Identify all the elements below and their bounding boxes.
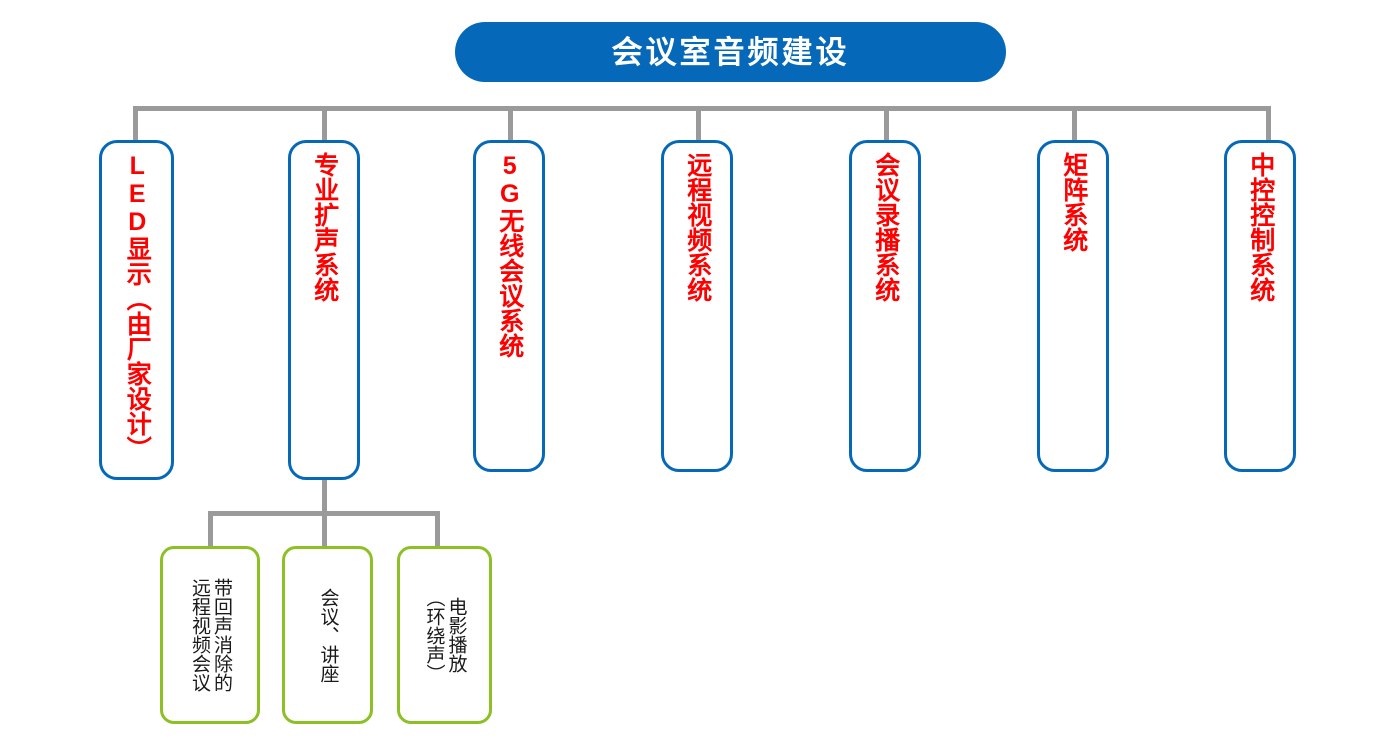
- connector-drop-4: [696, 106, 701, 142]
- level2-parent-stem: [322, 480, 327, 515]
- node-remote-video-system-label: 远程视频系统: [683, 152, 712, 302]
- subnode-aec-remote-video-conference-line1: 带回声消除的: [210, 578, 232, 692]
- node-matrix-system[interactable]: 矩阵系统: [1037, 140, 1109, 472]
- connector-drop-1: [133, 106, 138, 142]
- connector-drop-3: [508, 106, 513, 142]
- node-matrix-system-label: 矩阵系统: [1059, 152, 1088, 252]
- node-conference-recording-system[interactable]: 会议录播系统: [849, 140, 921, 472]
- subnode-meeting-lecture[interactable]: 会议、讲座: [282, 546, 373, 724]
- node-professional-sound-system[interactable]: 专业扩声系统: [288, 140, 360, 480]
- title-node-label: 会议室音频建设: [611, 34, 850, 70]
- subnode-movie-playback-surround-line1: 电影播放: [445, 597, 467, 673]
- title-node[interactable]: 会议室音频建设: [455, 22, 1006, 82]
- connector-drop-7: [1266, 106, 1271, 142]
- level2-drop-2: [322, 511, 327, 547]
- node-central-control-system[interactable]: 中控控制系统: [1224, 140, 1296, 472]
- level2-drop-3: [435, 511, 440, 547]
- subnode-meeting-lecture-line1: 会议、讲座: [317, 587, 339, 683]
- subnode-movie-playback-surround[interactable]: 电影播放 （环绕声）: [397, 546, 492, 724]
- node-5g-wireless-conference-system-label: 5G无线会议系统: [495, 152, 524, 358]
- node-remote-video-system[interactable]: 远程视频系统: [661, 140, 733, 472]
- level1-horizontal-connector: [133, 106, 1271, 111]
- node-5g-wireless-conference-system[interactable]: 5G无线会议系统: [473, 140, 545, 472]
- node-central-control-system-label: 中控控制系统: [1246, 152, 1275, 302]
- connector-drop-5: [884, 106, 889, 142]
- node-professional-sound-system-label: 专业扩声系统: [310, 152, 339, 302]
- subnode-aec-remote-video-conference[interactable]: 带回声消除的 远程视频会议: [160, 546, 260, 724]
- level2-drop-1: [208, 511, 213, 547]
- connector-drop-2: [322, 106, 327, 142]
- node-led-display-label: LED显示（由厂家设计）: [123, 152, 152, 461]
- subnode-aec-remote-video-conference-line2: 远程视频会议: [189, 578, 210, 692]
- node-led-display[interactable]: LED显示（由厂家设计）: [99, 140, 174, 480]
- subnode-movie-playback-surround-line2: （环绕声）: [423, 587, 445, 683]
- connector-drop-6: [1072, 106, 1077, 142]
- node-conference-recording-system-label: 会议录播系统: [871, 152, 900, 302]
